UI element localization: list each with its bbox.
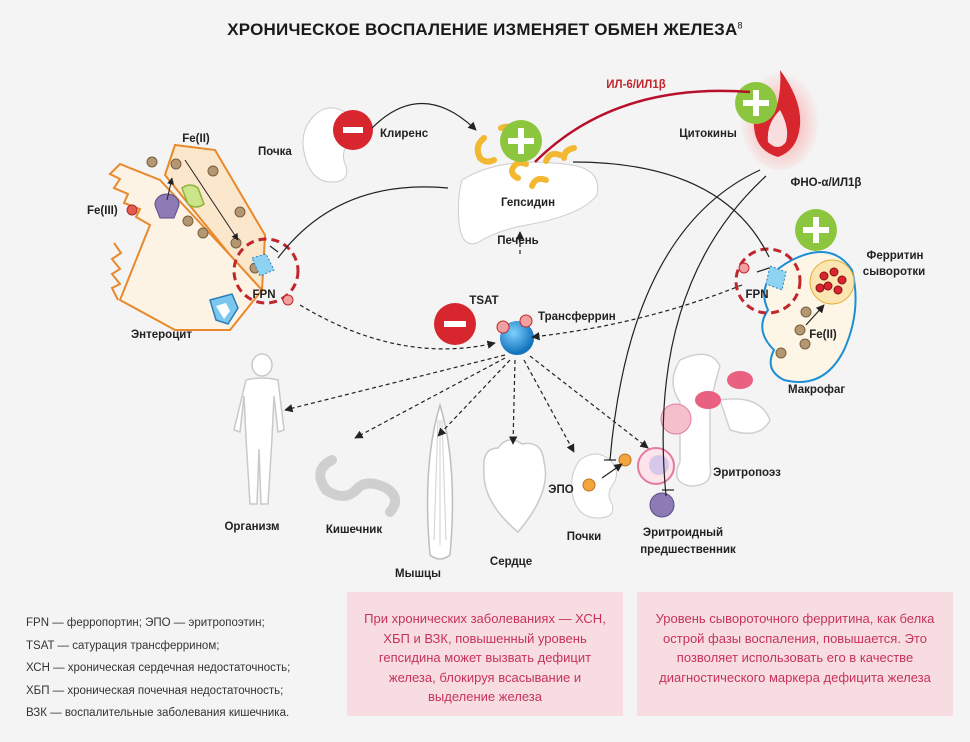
flow-arrows <box>269 102 825 497</box>
label-intestine: Кишечник <box>326 524 382 536</box>
label-precursor-1: Эритроидный <box>643 527 723 539</box>
label-precursor-2: предшественник <box>640 544 736 556</box>
enterocyte-cell <box>108 143 267 331</box>
label-fpn-left: FPN <box>253 289 276 301</box>
label-cytokines: Цитокины <box>679 128 737 140</box>
label-erythropoiesis: Эритропоэз <box>713 467 781 479</box>
legend-item: ВЗК — воспалительные заболевания кишечни… <box>26 707 290 719</box>
ferroportin-left <box>232 237 300 306</box>
tsat-minus-icon <box>434 303 476 345</box>
label-transferrin: Трансферрин <box>538 311 616 323</box>
note-ferritin: Уровень сывороточного ферритина, как бел… <box>637 592 953 716</box>
note-hepcidin: При хронических заболеваниях — ХСН, ХБП … <box>347 592 623 716</box>
legend-item: TSAT — сатурация трансферрином; <box>26 639 220 652</box>
transferrin-receptor <box>209 293 239 325</box>
inflammation-line <box>534 89 751 163</box>
macrophage-cell <box>761 251 857 383</box>
label-il6: ИЛ-6/ИЛ1β <box>606 79 666 91</box>
label-muscles: Мышцы <box>395 568 441 580</box>
epo-molecule <box>582 478 596 492</box>
label-hepcidin: Гепсидин <box>501 197 555 209</box>
ferroportin-right <box>734 247 802 315</box>
ferritin-plus-icon <box>795 209 837 251</box>
label-tnf: ФНО-α/ИЛ1β <box>791 177 862 189</box>
page-title: ХРОНИЧЕСКОЕ ВОСПАЛЕНИЕ ИЗМЕНЯЕТ ОБМЕН ЖЕ… <box>227 20 743 39</box>
legend-item: ХБП — хроническая почечная недостаточнос… <box>26 684 284 697</box>
legend-item: FPN — ферропортин; ЭПО — эритропоэтин; <box>26 617 265 629</box>
label-clearance: Клиренс <box>380 128 429 140</box>
label-heart: Сердце <box>490 556 532 568</box>
label-kidney-top: Почка <box>258 146 292 158</box>
clearance-minus-icon <box>333 110 373 150</box>
iron-particles-enterocyte <box>146 156 261 274</box>
cytokines-plus-icon <box>735 82 777 124</box>
heart-organ <box>483 439 547 534</box>
dmt1-transporter <box>181 184 205 208</box>
liver-organ <box>457 161 599 245</box>
legend-item: ХСН — хроническая сердечная недостаточно… <box>26 662 291 674</box>
hepcidin-plus-icon <box>500 120 542 162</box>
label-fe2-top: Fe(II) <box>182 133 210 145</box>
label-enterocyte: Энтероцит <box>131 329 192 341</box>
label-macrophage: Макрофаг <box>788 384 845 396</box>
transferrin-molecule <box>496 314 534 355</box>
label-fe2-macro: Fe(II) <box>809 329 837 341</box>
label-tsat: TSAT <box>469 295 498 307</box>
label-organism: Организм <box>224 521 279 533</box>
label-ferritin-1: Ферритин <box>867 250 924 262</box>
label-kidneys: Почки <box>567 531 602 543</box>
dcytb-enzyme <box>154 193 180 219</box>
legend: FPN — ферропортин; ЭПО — эритропоэтин; T… <box>26 612 290 725</box>
intestine-organ <box>315 455 401 517</box>
label-fe3: Fe(III) <box>87 205 118 217</box>
label-epo: ЭПО <box>548 484 573 496</box>
label-ferritin-2: сыворотки <box>863 266 925 278</box>
erythroid-cells <box>637 371 753 518</box>
organism-silhouette <box>233 353 285 505</box>
label-liver: Печень <box>497 235 538 247</box>
label-fpn-right: FPN <box>746 289 769 301</box>
bone-marrow <box>672 353 721 487</box>
fe3-atom <box>126 204 138 216</box>
